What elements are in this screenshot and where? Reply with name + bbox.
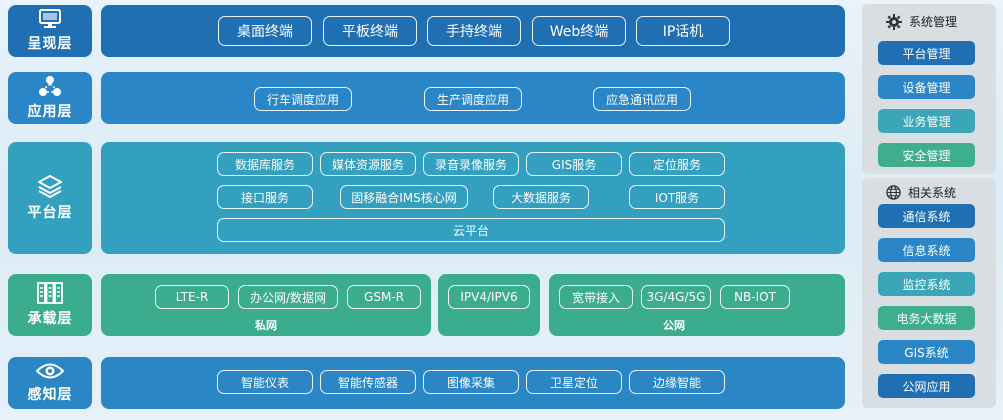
perception-item[interactable]: 卫星定位 — [526, 370, 622, 394]
platform-service[interactable]: 媒体资源服务 — [320, 152, 416, 176]
perception-layer-label: 感知层 — [8, 357, 92, 409]
presentation-item[interactable]: IP话机 — [636, 16, 730, 46]
related-systems-panel: 相关系统 通信系统 信息系统 监控系统 电务大数据 GIS系统 公网应用 — [862, 178, 996, 408]
communication-system-button[interactable]: 通信系统 — [878, 204, 975, 228]
application-item[interactable]: 生产调度应用 — [424, 87, 522, 111]
presentation-item[interactable]: 手持终端 — [427, 16, 521, 46]
platform-service[interactable]: GIS服务 — [526, 152, 622, 176]
platform-layer-label: 平台层 — [8, 142, 92, 254]
cloud-platform[interactable]: 云平台 — [217, 218, 725, 242]
security-management-button[interactable]: 安全管理 — [878, 143, 975, 167]
presentation-layer-label: 呈现层 — [8, 5, 92, 57]
public-network-item[interactable]: NB-IOT — [720, 285, 790, 309]
platform-band: 数据库服务 媒体资源服务 录音录像服务 GIS服务 定位服务 接口服务 固移融合… — [101, 142, 845, 254]
presentation-item[interactable]: 平板终端 — [323, 16, 417, 46]
public-network-application-button[interactable]: 公网应用 — [878, 374, 975, 398]
perception-item[interactable]: 智能仪表 — [217, 370, 313, 394]
presentation-band: 桌面终端 平板终端 手持终端 Web终端 IP话机 — [101, 5, 845, 57]
presentation-item[interactable]: 桌面终端 — [218, 16, 312, 46]
private-network-item[interactable]: 办公网/数据网 — [238, 285, 338, 309]
business-management-button[interactable]: 业务管理 — [878, 109, 975, 133]
presentation-item[interactable]: Web终端 — [532, 16, 626, 46]
related-systems-title: 相关系统 — [886, 184, 956, 201]
private-network-band: LTE-R 办公网/数据网 GSM-R 私网 — [101, 274, 431, 336]
application-layer-label: 应用层 — [8, 72, 92, 124]
platform-service[interactable]: 定位服务 — [629, 152, 725, 176]
gear-icon — [886, 13, 902, 30]
gis-system-button[interactable]: GIS系统 — [878, 340, 975, 364]
monitoring-system-button[interactable]: 监控系统 — [878, 272, 975, 296]
electrical-big-data-button[interactable]: 电务大数据 — [878, 306, 975, 330]
platform-service[interactable]: IOT服务 — [629, 185, 725, 209]
layers-icon — [38, 175, 62, 198]
layer-name: 应用层 — [27, 104, 73, 120]
platform-service[interactable]: 数据库服务 — [217, 152, 313, 176]
bearer-layer-label: 承载层 — [8, 274, 92, 336]
perception-item[interactable]: 智能传感器 — [320, 370, 416, 394]
ipv-band: IPV4/IPV6 — [438, 274, 540, 336]
perception-item[interactable]: 边缘智能 — [629, 370, 725, 394]
system-management-panel: 系统管理 平台管理 设备管理 业务管理 安全管理 — [862, 4, 996, 174]
private-network-item[interactable]: GSM-R — [347, 285, 421, 309]
eye-icon — [36, 363, 64, 379]
perception-item[interactable]: 图像采集 — [423, 370, 519, 394]
panel-title-text: 系统管理 — [909, 15, 958, 29]
application-item[interactable]: 应急通讯应用 — [593, 87, 691, 111]
public-network-item[interactable]: 宽带接入 — [559, 285, 633, 309]
perception-band: 智能仪表 智能传感器 图像采集 卫星定位 边缘智能 — [101, 357, 845, 409]
public-network-caption: 公网 — [663, 319, 685, 332]
application-band: 行车调度应用 生产调度应用 应急通讯应用 — [101, 72, 845, 124]
platform-management-button[interactable]: 平台管理 — [878, 41, 975, 65]
server-rack-icon — [37, 282, 63, 304]
public-network-band: 宽带接入 3G/4G/5G NB-IOT 公网 — [549, 274, 845, 336]
layer-name: 平台层 — [27, 205, 73, 221]
information-system-button[interactable]: 信息系统 — [878, 238, 975, 262]
platform-service[interactable]: 接口服务 — [217, 185, 313, 209]
nodes-icon — [39, 76, 61, 96]
private-network-item[interactable]: LTE-R — [155, 285, 229, 309]
system-management-title: 系统管理 — [886, 13, 957, 30]
layer-name: 承载层 — [27, 311, 73, 327]
device-management-button[interactable]: 设备管理 — [878, 75, 975, 99]
private-network-caption: 私网 — [255, 319, 277, 332]
globe-icon — [886, 185, 901, 200]
layer-name: 呈现层 — [27, 36, 73, 52]
public-network-item[interactable]: 3G/4G/5G — [641, 285, 711, 309]
platform-service[interactable]: 大数据服务 — [493, 185, 589, 209]
panel-title-text: 相关系统 — [908, 186, 957, 200]
layer-name: 感知层 — [27, 387, 73, 403]
monitor-icon — [39, 9, 61, 28]
platform-service[interactable]: 固移融合IMS核心网 — [340, 185, 468, 209]
ipv-item[interactable]: IPV4/IPV6 — [448, 285, 530, 309]
application-item[interactable]: 行车调度应用 — [254, 87, 352, 111]
platform-service[interactable]: 录音录像服务 — [423, 152, 519, 176]
